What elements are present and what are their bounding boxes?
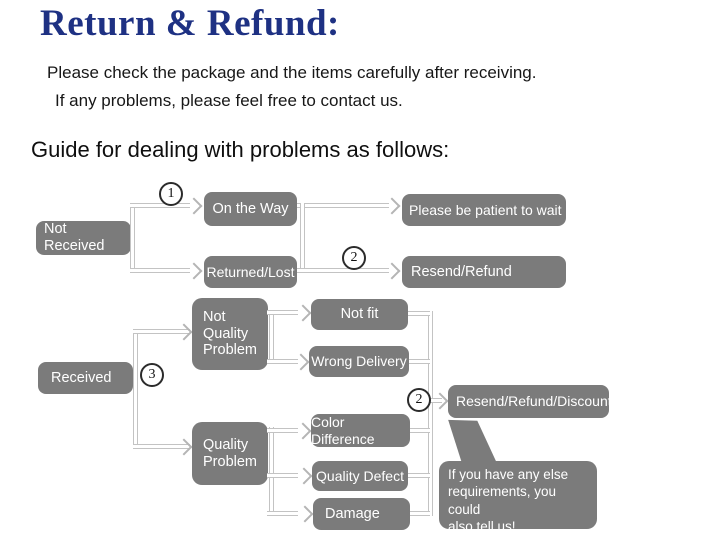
node-wrong-delivery: Wrong Delivery: [309, 346, 409, 377]
connector-line: [410, 428, 430, 433]
node-received: Received: [38, 362, 133, 394]
arrow-right-icon: [175, 323, 193, 341]
node-resend-refund: Resend/Refund: [402, 256, 566, 288]
bubble-tail: [448, 419, 498, 464]
note-bubble: If you have any else requirements, you c…: [439, 461, 597, 534]
node-returned-lost: Returned/Lost: [204, 256, 297, 288]
arrow-right-icon: [292, 353, 310, 371]
connector-line: [408, 473, 430, 478]
guide-heading: Guide for dealing with problems as follo…: [31, 137, 450, 162]
node-quality-defect: Quality Defect: [312, 461, 408, 491]
arrow-right-icon: [185, 197, 203, 215]
node-not-received: Not Received: [36, 221, 131, 255]
subtitle-line-1: Please check the package and the items c…: [47, 63, 537, 82]
arrow-right-icon: [383, 197, 401, 215]
node-damage: Damage: [313, 498, 410, 530]
connector-line: [267, 310, 298, 315]
node-not-fit: Not fit: [311, 299, 408, 330]
arrow-right-icon: [294, 422, 312, 440]
arrow-right-icon: [431, 392, 449, 410]
arrow-right-icon: [185, 262, 203, 280]
connector-line: [133, 329, 138, 449]
circled-number-1: 1: [159, 182, 183, 206]
connector-line: [130, 268, 190, 273]
connector-line: [428, 398, 442, 403]
connector-line: [428, 311, 433, 516]
node-quality-problem: Quality Problem: [192, 422, 268, 485]
connector-line: [297, 268, 389, 273]
connector-line: [297, 203, 389, 208]
connector-line: [269, 427, 274, 516]
connector-line: [133, 329, 190, 334]
arrow-right-icon: [175, 438, 193, 456]
node-not-quality-problem: Not Quality Problem: [192, 298, 268, 370]
node-please-be-patient: Please be patient to wait: [402, 194, 566, 226]
circled-number-2-top: 2: [342, 246, 366, 270]
node-color-difference: Color Difference: [311, 414, 410, 447]
connector-line: [300, 203, 305, 273]
connector-line: [409, 359, 430, 364]
connector-line: [133, 444, 190, 449]
circled-number-2-bottom: 2: [407, 388, 431, 412]
node-on-the-way: On the Way: [204, 192, 297, 226]
connector-line: [408, 311, 430, 316]
connector-line: [267, 428, 298, 433]
node-resend-refund-discount: Resend/Refund/Discount: [448, 385, 612, 418]
connector-line: [267, 473, 298, 478]
arrow-right-icon: [294, 304, 312, 322]
connector-line: [267, 359, 298, 364]
page-title: Return & Refund:: [40, 3, 340, 44]
connector-line: [130, 203, 190, 208]
arrow-right-icon: [296, 505, 314, 523]
subtitle-line-2: If any problems, please feel free to con…: [55, 91, 403, 110]
connector-line: [410, 511, 430, 516]
connector-line: [269, 310, 274, 364]
arrow-right-icon: [383, 262, 401, 280]
arrow-right-icon: [295, 467, 313, 485]
connector-line: [267, 511, 298, 516]
connector-line: [130, 203, 135, 273]
circled-number-3: 3: [140, 363, 164, 387]
